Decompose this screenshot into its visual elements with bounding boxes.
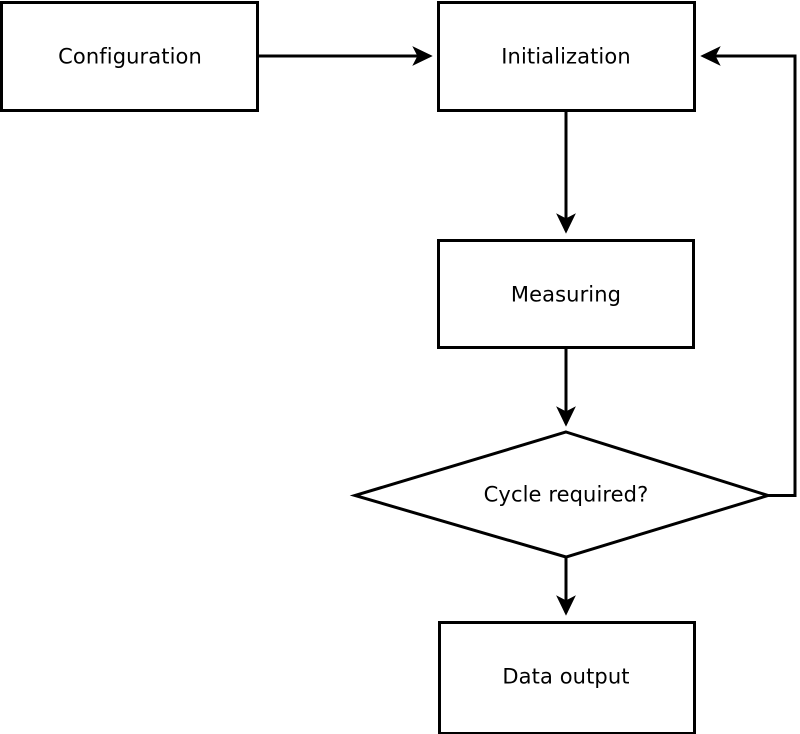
edge-cycle-required-to-initialization-feedback xyxy=(700,46,797,497)
node-shape-cycle-required[interactable] xyxy=(349,430,774,559)
edges xyxy=(258,46,797,616)
node-shapes xyxy=(0,1,774,734)
node-shape-measuring[interactable] xyxy=(437,239,695,349)
node-shape-configuration[interactable] xyxy=(0,1,259,112)
node-shape-initialization[interactable] xyxy=(437,1,696,112)
node-shape-data-output[interactable] xyxy=(438,621,696,734)
